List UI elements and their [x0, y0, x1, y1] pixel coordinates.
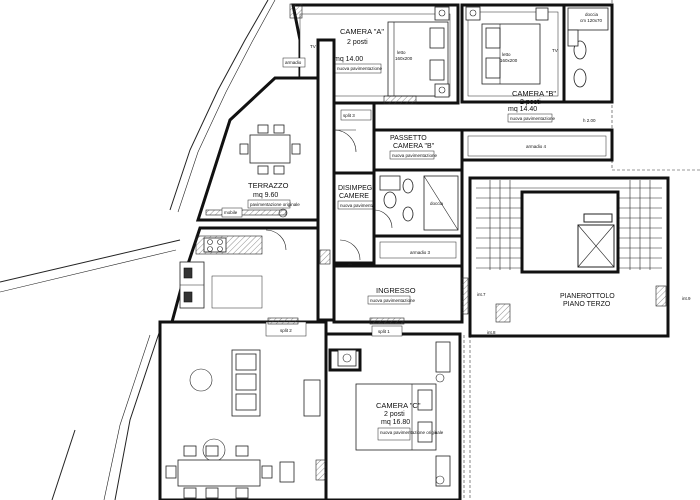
- shower-mid-label: doccia: [430, 201, 444, 206]
- room-name-disimpegno: DISIMPEGNO: [338, 185, 383, 192]
- bed-label-b: letto: [502, 52, 511, 57]
- tv-label-a: TV: [310, 44, 316, 49]
- room-area-camera-a: mq 14.00: [334, 56, 363, 63]
- room-name-camera-b: CAMERA "B": [512, 89, 556, 98]
- shower-top-label: doccia: [585, 12, 599, 17]
- room-area-camera-b: mq 14.40: [508, 106, 537, 113]
- room-camera-c: CAMERA "C" 2 posti mq 16.80 nuova pavime…: [324, 325, 462, 500]
- split-3-label: split 3: [343, 113, 355, 118]
- bathroom-middle: doccia: [372, 168, 464, 238]
- room-note-camera-b: nuova pavimentazione: [510, 116, 556, 121]
- split-2-label: split 2: [280, 328, 292, 333]
- room-beds-camera-a: 2 posti: [347, 39, 368, 46]
- room-note-camera-c: nuova pavimentazione originale: [380, 430, 444, 435]
- room-name-camera-c: CAMERA "C": [376, 401, 421, 410]
- int-8-label: int.8: [487, 330, 496, 335]
- room-name-camera-a: CAMERA "A": [340, 27, 384, 36]
- int-9-label: int.9: [682, 296, 691, 301]
- room-note-camera-a: nuova pavimentazione: [337, 66, 383, 71]
- room-note-ingresso: nuova pavimentazione: [370, 298, 416, 303]
- mobile-label: mobile: [224, 210, 238, 215]
- door-sills: [267, 249, 405, 481]
- room-note-disimpegno: nuova pavimentazione: [340, 203, 386, 208]
- room-name-ingresso: INGRESSO: [376, 286, 416, 295]
- room-beds-camera-c: 2 posti: [384, 411, 405, 418]
- tv-label-b: TV: [552, 48, 558, 53]
- room-name-passetto: PASSETTO: [390, 135, 427, 142]
- stairwell: PIANEROTTOLO PIANO TERZO: [468, 176, 670, 338]
- central-walls: split 3 PASSETTO CAMERA "B" nuova pavime…: [316, 38, 464, 322]
- bed-size-a: 160x200: [395, 56, 413, 61]
- room-terrazzo: TERRAZZO mq 9.60 pavimentazione original…: [195, 76, 320, 222]
- room-beds-camera-b: 2 posti: [520, 99, 541, 106]
- shower-top-size: cm 120x70: [580, 18, 603, 23]
- bathroom-top: doccia cm 120x70: [562, 3, 614, 104]
- bed-label-a: letto: [397, 50, 406, 55]
- h-label: h 2.00: [583, 118, 596, 123]
- armadio-4-label: armadio 4: [526, 144, 547, 149]
- room-sub-passetto: CAMERA "B": [393, 143, 435, 150]
- int-7-label: int.7: [477, 292, 486, 297]
- room-area-terrazzo: mq 9.60: [253, 192, 278, 199]
- room-note-terrazzo: pavimentazione originale: [250, 202, 300, 207]
- armadio-3-strip: armadio 3: [372, 234, 464, 268]
- room-name-terrazzo: TERRAZZO: [248, 181, 289, 190]
- split-1-label: split 1: [378, 329, 390, 334]
- room-note-passetto: nuova pavimentazione: [392, 153, 438, 158]
- armadio-label-a: armadio: [285, 60, 302, 65]
- armadio-3-label: armadio 3: [410, 250, 431, 255]
- kitchen: [170, 226, 320, 324]
- room-sub-pianerottolo: PIANO TERZO: [563, 301, 611, 308]
- room-ingresso: INGRESSO nuova pavimentazione: [332, 264, 469, 324]
- room-sub-disimpegno: CAMERE: [339, 193, 369, 200]
- room-name-pianerottolo: PIANEROTTOLO: [560, 293, 615, 300]
- bed-size-b: 160x200: [500, 58, 518, 63]
- living-room: split 2: [158, 320, 328, 500]
- dining-table: [177, 459, 261, 487]
- room-area-camera-c: mq 16.80: [381, 419, 410, 426]
